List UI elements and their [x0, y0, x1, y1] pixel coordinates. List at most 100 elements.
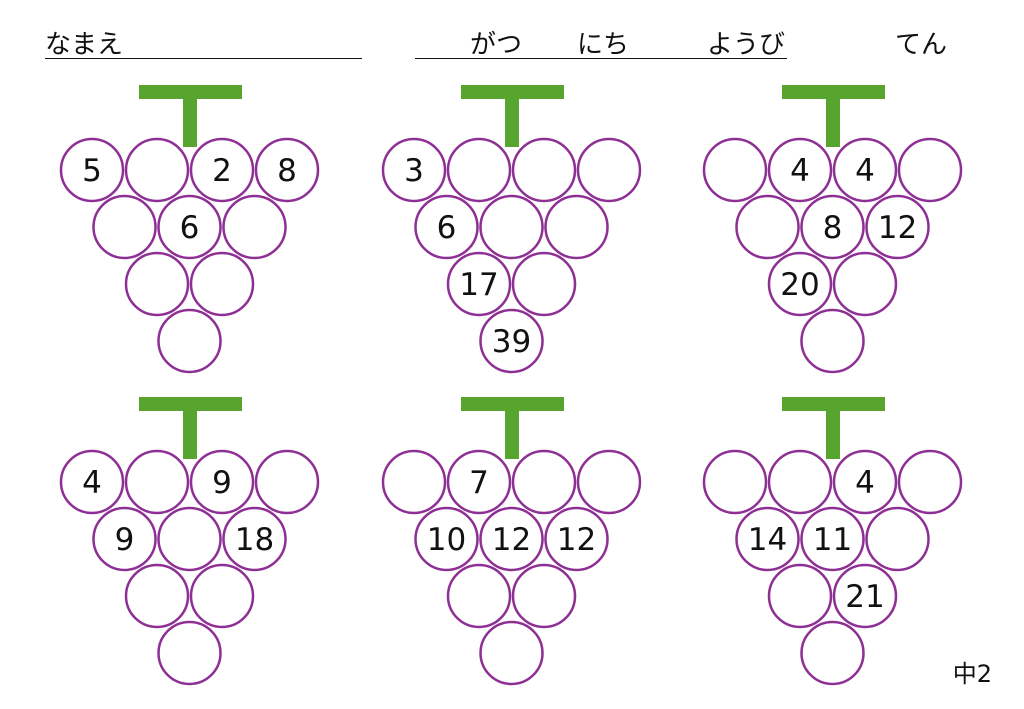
grape-cell[interactable] — [544, 194, 609, 260]
grape-cell[interactable] — [157, 308, 222, 374]
grape-cell[interactable] — [124, 563, 190, 629]
grape-number: 8 — [823, 210, 843, 246]
grape-cell[interactable] — [576, 137, 642, 203]
grape-number: 21 — [845, 579, 884, 615]
grape-cell — [414, 194, 479, 260]
grape-number: 4 — [855, 465, 875, 501]
grape-stem — [183, 397, 197, 459]
grape-cell[interactable] — [767, 563, 833, 629]
grape-cell[interactable] — [479, 194, 544, 260]
grape-number: 10 — [427, 522, 466, 558]
grape-cell[interactable] — [897, 137, 963, 203]
grape-cell[interactable] — [702, 137, 768, 203]
grape-cell[interactable] — [800, 620, 865, 686]
grape-cell — [865, 194, 930, 260]
grape-cell[interactable] — [157, 506, 222, 572]
grape-cell[interactable] — [124, 251, 190, 317]
grape-stem — [505, 85, 519, 147]
grape-number: 2 — [212, 153, 232, 189]
grape-cell — [832, 449, 898, 515]
grape-cell — [254, 137, 320, 203]
grape-number: 9 — [115, 522, 135, 558]
grape-number: 7 — [469, 465, 489, 501]
grape-cell[interactable] — [511, 449, 577, 515]
grape-number: 18 — [235, 522, 274, 558]
grade-label: 中2 — [952, 660, 992, 688]
grape-cell[interactable] — [254, 449, 320, 515]
grape-number: 9 — [212, 465, 232, 501]
grape-cell[interactable] — [92, 194, 157, 260]
grape-cell[interactable] — [865, 506, 930, 572]
grape-cell[interactable] — [800, 308, 865, 374]
date-underline[interactable] — [415, 58, 787, 59]
grape-cell[interactable] — [576, 449, 642, 515]
grape-cell — [800, 506, 865, 572]
grape-cell — [832, 137, 898, 203]
grape-cell[interactable] — [381, 449, 447, 515]
grape-cell — [832, 563, 898, 629]
grape-number: 12 — [878, 210, 917, 246]
name-label: なまえ — [45, 30, 124, 60]
grape-number: 4 — [855, 153, 875, 189]
grape-number: 20 — [780, 267, 819, 303]
weekday-label: ようび — [707, 30, 786, 60]
grape-cell[interactable] — [189, 563, 255, 629]
grape-cell[interactable] — [767, 449, 833, 515]
grape-cell — [92, 506, 157, 572]
grape-number: 6 — [180, 210, 200, 246]
grape-cell[interactable] — [511, 563, 577, 629]
grape-cell — [446, 251, 512, 317]
grape-number: 39 — [492, 324, 531, 360]
grape-cell[interactable] — [124, 137, 190, 203]
grape-cell[interactable] — [897, 449, 963, 515]
grape-cell[interactable] — [446, 137, 512, 203]
grape-cell — [157, 194, 222, 260]
grape-stem — [505, 397, 519, 459]
day-label: にち — [577, 30, 630, 60]
grape-cell — [59, 137, 125, 203]
name-underline[interactable] — [45, 58, 362, 59]
grape-cell — [59, 449, 125, 515]
score-label: てん — [895, 30, 948, 60]
grape-puzzle-3: 4 48 12 20 — [702, 85, 963, 374]
grape-stem — [826, 85, 840, 147]
grape-cell — [222, 506, 287, 572]
grape-cell — [189, 137, 255, 203]
grape-cell[interactable] — [222, 194, 287, 260]
grape-cell — [381, 137, 447, 203]
grape-cell[interactable] — [446, 563, 512, 629]
grape-cell — [446, 449, 512, 515]
grape-cell — [544, 506, 609, 572]
grape-stem — [183, 85, 197, 147]
grape-cell — [479, 308, 544, 374]
grape-cell — [735, 506, 800, 572]
grape-cell[interactable] — [189, 251, 255, 317]
grape-number: 4 — [790, 153, 810, 189]
grape-cell[interactable] — [832, 251, 898, 317]
month-label: がつ — [470, 30, 523, 60]
grape-cell[interactable] — [479, 620, 544, 686]
grape-cell — [189, 449, 255, 515]
grape-cell — [767, 251, 833, 317]
grape-cell[interactable] — [735, 194, 800, 260]
grape-number: 17 — [459, 267, 498, 303]
grape-cell — [414, 506, 479, 572]
grape-cell — [479, 506, 544, 572]
grape-number: 4 — [82, 465, 102, 501]
grape-number: 12 — [557, 522, 596, 558]
grape-cell[interactable] — [124, 449, 190, 515]
grape-cell[interactable] — [702, 449, 768, 515]
grape-number: 3 — [404, 153, 424, 189]
grape-number: 6 — [437, 210, 457, 246]
grape-cell[interactable] — [157, 620, 222, 686]
grape-cell[interactable] — [511, 137, 577, 203]
grape-number: 5 — [82, 153, 102, 189]
grape-number: 11 — [813, 522, 852, 558]
grape-cell[interactable] — [511, 251, 577, 317]
